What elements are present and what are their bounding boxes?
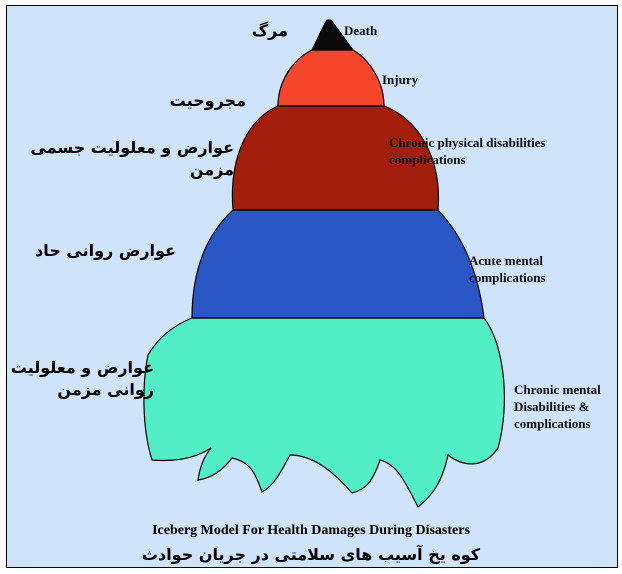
label-death-fa: مرگ	[251, 21, 288, 40]
layer-injury	[277, 49, 385, 107]
label-acute-mental-fa: عوارض روانی حاد	[35, 241, 176, 260]
label-injury-en: Injury	[382, 72, 419, 87]
layer-death	[311, 19, 354, 51]
label-death-en: Death	[344, 23, 378, 38]
layer-chronic-physical	[231, 105, 440, 211]
label-injury-fa: مجروحیت	[169, 91, 246, 110]
label-chronic-mental-en: Chronic mental Disabilities & complicati…	[514, 382, 601, 431]
caption-persian: کوه یخ آسیب های سلامتی در جریان حوادث	[141, 545, 481, 564]
label-chronic-physical-en: Chronic physical disabilities complicati…	[389, 135, 546, 167]
label-chronic-physical-fa: عوارض و معلولیت جسمی مزمن	[30, 138, 234, 179]
layer-acute-mental	[191, 209, 485, 319]
caption-english: Iceberg Model For Health Damages During …	[152, 523, 470, 538]
label-chronic-mental-fa: عوارض و معلولیت روانی مزمن	[10, 358, 154, 399]
layer-chronic-mental	[143, 317, 505, 508]
label-acute-mental-en: Acute mental complications	[469, 253, 546, 285]
